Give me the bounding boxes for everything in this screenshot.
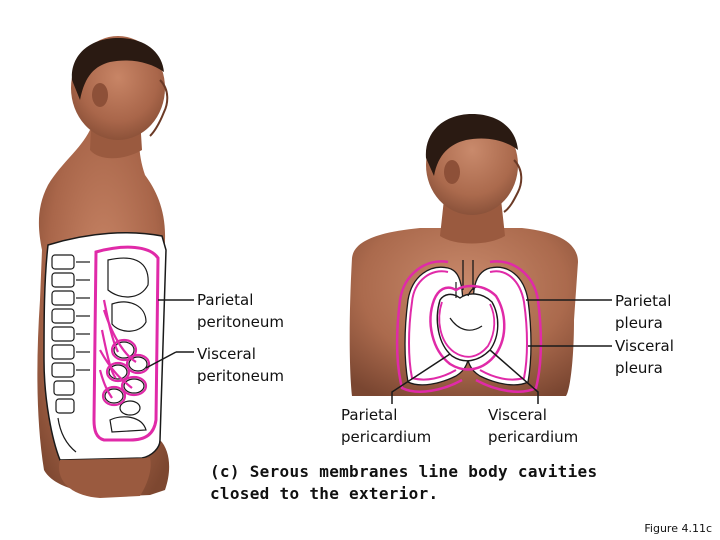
label-parietal-peritoneum: Parietal peritoneum [197,289,284,333]
thorax-figure [350,114,578,396]
label-visceral-peritoneum: Visceral peritoneum [197,343,284,387]
abdomen-figure [37,36,169,498]
left-figure-hip [59,458,151,498]
figure-reference: Figure 4.11c [644,522,712,535]
right-figure-ear [444,160,460,184]
label-parietal-pleura: Parietal pleura [615,290,671,334]
heart [437,294,497,361]
label-visceral-pericardium: Visceral pericardium [488,404,578,448]
label-visceral-pleura: Visceral pleura [615,335,674,379]
left-figure-ear [92,83,108,107]
label-parietal-pericardium: Parietal pericardium [341,404,431,448]
figure-caption: (c) Serous membranes line body cavities … [210,461,630,505]
